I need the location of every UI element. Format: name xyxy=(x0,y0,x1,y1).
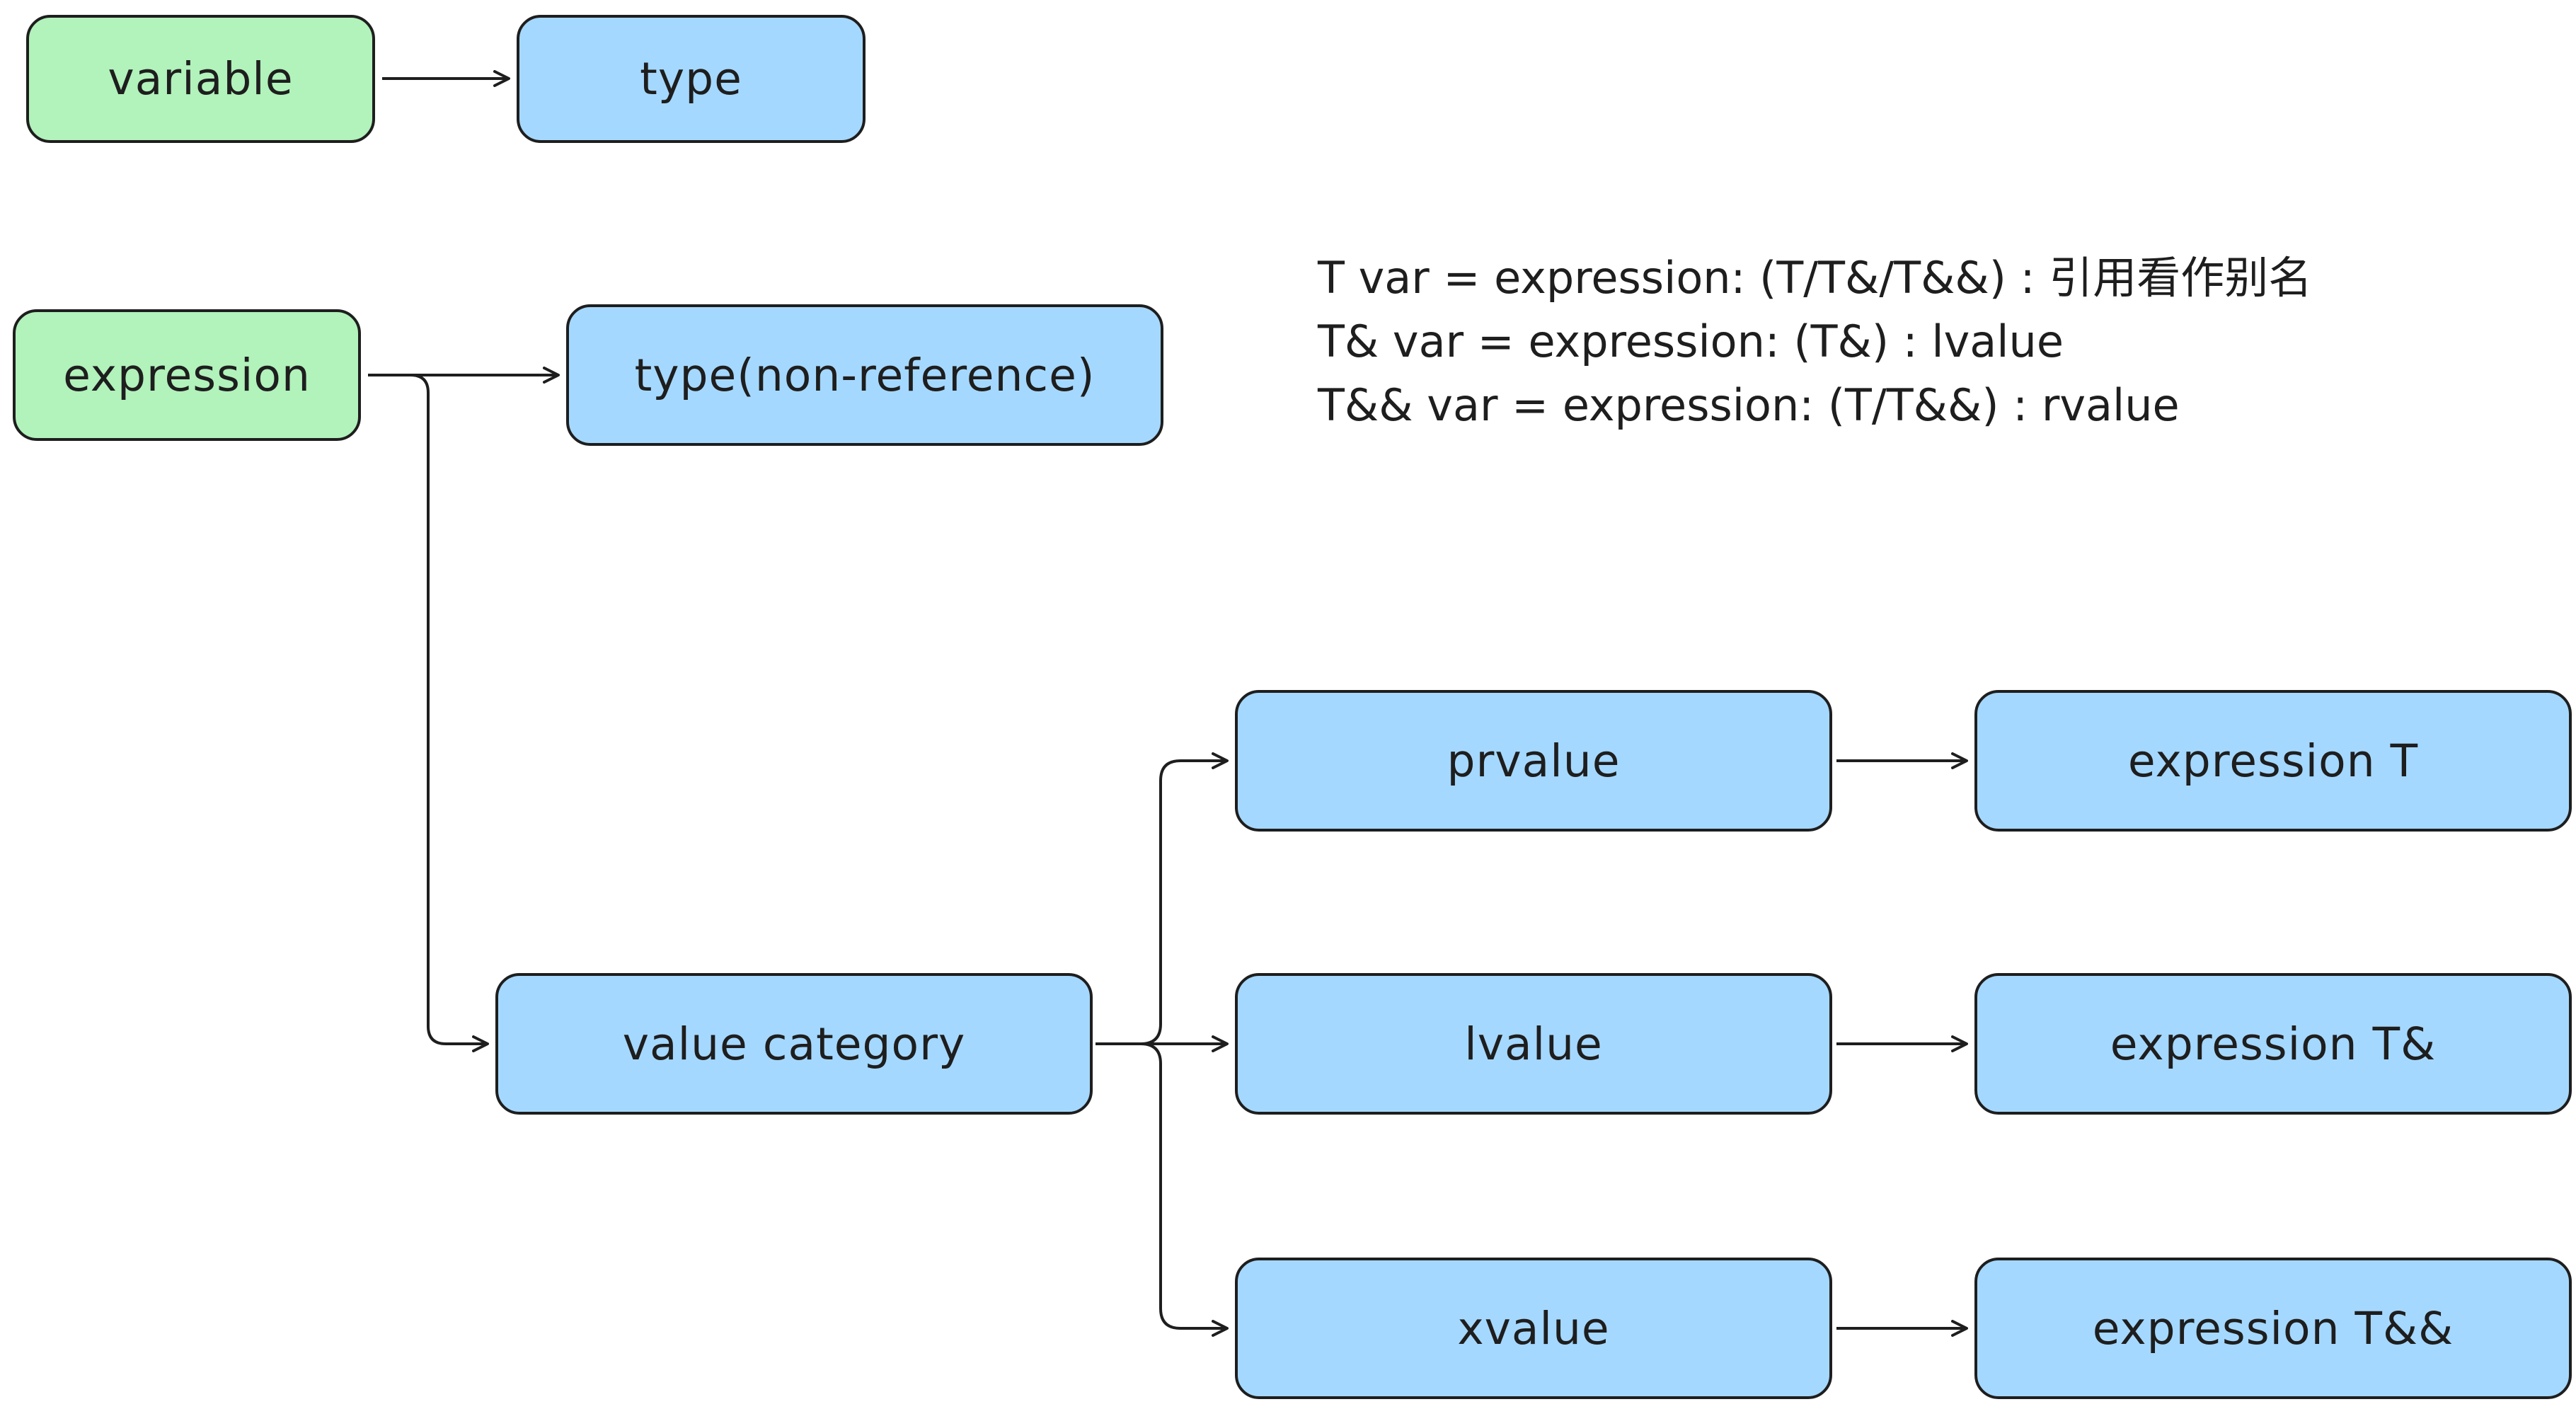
expression-t-ref-node-label: expression T& xyxy=(2110,1018,2437,1070)
expression-t-rref-node[interactable]: expression T&& xyxy=(1974,1258,2572,1399)
expression-node[interactable]: expression xyxy=(13,309,361,441)
expression-node-label: expression xyxy=(63,349,311,401)
type-node-label: type xyxy=(640,53,742,105)
note-line-1: T var = expression: (T/T&/T&&) : 引用看作别名 xyxy=(1318,252,2313,304)
variable-node-label: variable xyxy=(108,53,294,105)
expression-t-rref-node-label: expression T&& xyxy=(2092,1302,2454,1355)
type-node[interactable]: type xyxy=(517,15,866,143)
prvalue-node-label: prvalue xyxy=(1447,735,1621,787)
lvalue-node-label: lvalue xyxy=(1464,1018,1603,1070)
arrow-value-category-to-prvalue xyxy=(1096,752,1229,1045)
expression-t-ref-node[interactable]: expression T& xyxy=(1974,973,2572,1115)
reference-binding-notes: T var = expression: (T/T&/T&&) : 引用看作别名 … xyxy=(1318,246,2535,437)
expression-t-node-label: expression T xyxy=(2127,735,2419,787)
expression-t-node[interactable]: expression T xyxy=(1974,690,2572,832)
note-line-2: T& var = expression: (T&) : lvalue xyxy=(1318,316,2064,367)
prvalue-node[interactable]: prvalue xyxy=(1235,690,1832,832)
xvalue-node[interactable]: xvalue xyxy=(1235,1258,1832,1399)
value-category-node[interactable]: value category xyxy=(495,973,1093,1115)
arrow-expression-to-value-category xyxy=(368,374,489,1052)
xvalue-node-label: xvalue xyxy=(1457,1302,1610,1355)
note-line-3: T&& var = expression: (T/T&&) : rvalue xyxy=(1318,379,2180,431)
type-non-reference-node[interactable]: type(non-reference) xyxy=(566,304,1163,446)
lvalue-node[interactable]: lvalue xyxy=(1235,973,1832,1115)
variable-node[interactable]: variable xyxy=(26,15,375,143)
value-category-node-label: value category xyxy=(622,1018,966,1070)
arrow-value-category-to-xvalue xyxy=(1096,1042,1229,1337)
type-non-reference-node-label: type(non-reference) xyxy=(634,349,1096,401)
